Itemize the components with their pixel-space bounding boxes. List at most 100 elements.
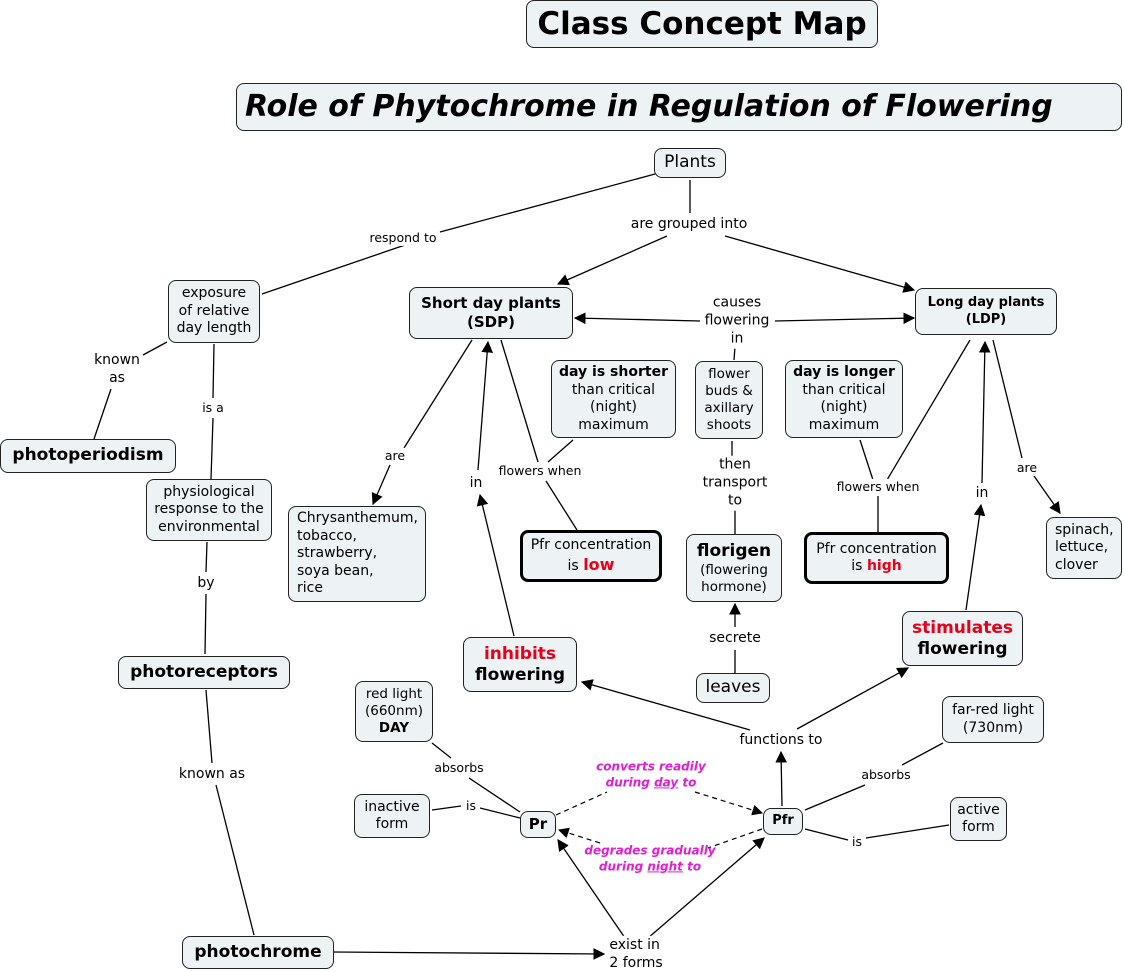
ldp-line-1: Long day plants — [927, 295, 1045, 311]
link-exist-in: exist in 2 forms — [607, 935, 665, 972]
concept-far-red-light[interactable]: far-red light (730nm) — [942, 696, 1044, 743]
buds-line: buds & — [705, 383, 753, 400]
degrades-line-2: during night to — [584, 859, 715, 875]
physio-line-1: physiological — [163, 483, 255, 500]
day-longer-line: maximum — [808, 416, 880, 433]
day-shorter-bold: day is shorter — [559, 364, 668, 380]
edge-grouped-sdp — [556, 235, 668, 286]
buds-line: axillary — [704, 400, 754, 416]
edge-redlight-absorbs — [431, 742, 452, 759]
edge-converts-pfr — [694, 791, 764, 816]
edge-photochrome-exist — [332, 948, 606, 960]
concept-red-light[interactable]: red light (660nm) DAY — [355, 681, 433, 742]
pfr-low-line-1: Pfr concentration — [530, 537, 652, 553]
concept-photochrome[interactable]: photochrome — [182, 936, 334, 969]
link-functions-to: functions to — [737, 730, 825, 750]
sdp-example: rice — [297, 580, 323, 597]
edge-known-photoperiodism — [93, 388, 112, 440]
ldp-line-2: (LDP) — [965, 311, 1007, 327]
day-longer-bold: day is longer — [793, 364, 895, 380]
concept-plants[interactable]: Plants — [654, 148, 726, 178]
concept-sdp-examples[interactable]: Chrysanthemum, tobacco, strawberry, soya… — [288, 506, 426, 602]
concept-long-day-plants[interactable]: Long day plants (LDP) — [915, 288, 1057, 335]
edge-by-photoreceptors — [204, 593, 207, 655]
link-in-ldp: in — [973, 483, 991, 503]
link-is-pfr: is — [850, 833, 864, 851]
sdp-example: strawberry, — [297, 545, 378, 562]
day-longer-line: than critical — [802, 381, 886, 398]
stimulates-rest: flowering — [917, 638, 1008, 659]
causes-line: flowering — [704, 312, 770, 329]
concept-active-form[interactable]: active form — [950, 797, 1007, 841]
concept-ldp-examples[interactable]: spinach, lettuce, clover — [1046, 517, 1122, 579]
edge-is-pr — [479, 807, 521, 819]
concept-leaves[interactable]: leaves — [696, 673, 770, 703]
concept-florigen[interactable]: florigen (flowering hormone) — [686, 534, 782, 602]
edge-causes-ldp — [774, 312, 916, 325]
edge-plants-respond — [439, 173, 656, 233]
red-light-day: DAY — [378, 719, 410, 736]
exposure-line-3: day length — [176, 320, 252, 337]
concept-day-longer[interactable]: day is longer than critical (night) maxi… — [785, 360, 903, 438]
degrades-pre: during — [598, 859, 644, 873]
concept-day-shorter[interactable]: day is shorter than critical (night) max… — [551, 360, 676, 438]
edge-sdp-flowerswhen — [500, 339, 539, 463]
active-line: form — [962, 819, 995, 835]
far-red-line: (730nm) — [962, 719, 1024, 736]
edge-isa-physio — [210, 417, 214, 480]
edge-buds-causes — [733, 346, 736, 361]
buds-line: flower — [708, 366, 750, 383]
florigen-line: hormone) — [701, 578, 767, 595]
edge-exposure-known — [142, 341, 168, 356]
red-light-line: (660nm) — [364, 703, 423, 720]
inactive-line: form — [375, 816, 409, 832]
edge-pfr-degrades — [707, 828, 763, 849]
ldp-example: lettuce, — [1055, 539, 1109, 556]
day-shorter-line: than critical — [571, 381, 656, 398]
edge-absorbs-pfr — [804, 784, 866, 811]
link-is-a: is a — [200, 399, 226, 417]
degrades-post: to — [687, 859, 702, 873]
concept-photoperiodism[interactable]: photoperiodism — [0, 439, 176, 473]
link-degrades-gradually: degrades gradually during night to — [582, 843, 717, 874]
inhibits-rest: flowering — [475, 664, 565, 685]
pfr-high-is: is — [851, 558, 863, 574]
edge-pfr-functions — [775, 750, 788, 807]
edge-pfr-is — [804, 828, 849, 841]
concept-photoreceptors[interactable]: photoreceptors — [118, 656, 290, 689]
concept-inhibits-flowering[interactable]: inhibits flowering — [463, 637, 577, 692]
ldp-example: spinach, — [1055, 521, 1114, 538]
link-known-as-2: known as — [176, 764, 248, 784]
link-known-as: known as — [92, 350, 142, 388]
sdp-line-1: Short day plants — [421, 294, 561, 313]
concept-inactive-form[interactable]: inactive form — [354, 794, 430, 838]
concept-pr[interactable]: Pr — [520, 811, 556, 838]
day-shorter-line: maximum — [578, 416, 649, 433]
pfr-high-emphasis: high — [866, 558, 902, 574]
pfr-low-line-2: is low — [568, 555, 615, 576]
edge-is-active — [865, 824, 950, 839]
concept-short-day-plants[interactable]: Short day plants (SDP) — [409, 287, 573, 339]
edge-degrades-pr — [557, 827, 601, 844]
converts-pre: during — [605, 775, 650, 789]
concept-flower-buds[interactable]: flower buds & axillary shoots — [695, 361, 763, 439]
edge-grouped-ldp — [724, 235, 916, 293]
edge-exist-pfr — [647, 837, 765, 939]
edge-exist-pr — [557, 839, 626, 939]
concept-pfr-low[interactable]: Pfr concentration is low — [520, 530, 662, 582]
edge-stimulates-in — [965, 503, 986, 611]
edge-in-ldp — [978, 340, 991, 484]
concept-pfr-high[interactable]: Pfr concentration is high — [804, 532, 949, 584]
edge-are-examples — [371, 464, 391, 506]
concept-stimulates-flowering[interactable]: stimulates flowering — [902, 611, 1023, 666]
buds-line: shoots — [706, 416, 752, 433]
concept-physiological-response[interactable]: physiological response to the environmen… — [146, 479, 272, 541]
pfr-high-line-1: Pfr concentration — [816, 540, 937, 557]
edge-ldp-flowerswhen — [886, 339, 971, 481]
link-then-transport-to: then transport to — [700, 455, 770, 511]
transport-line: then — [719, 456, 751, 473]
concept-pfr[interactable]: Pfr — [763, 808, 803, 835]
sdp-line-2: (SDP) — [467, 313, 515, 331]
concept-exposure[interactable]: exposure of relative day length — [168, 280, 260, 343]
